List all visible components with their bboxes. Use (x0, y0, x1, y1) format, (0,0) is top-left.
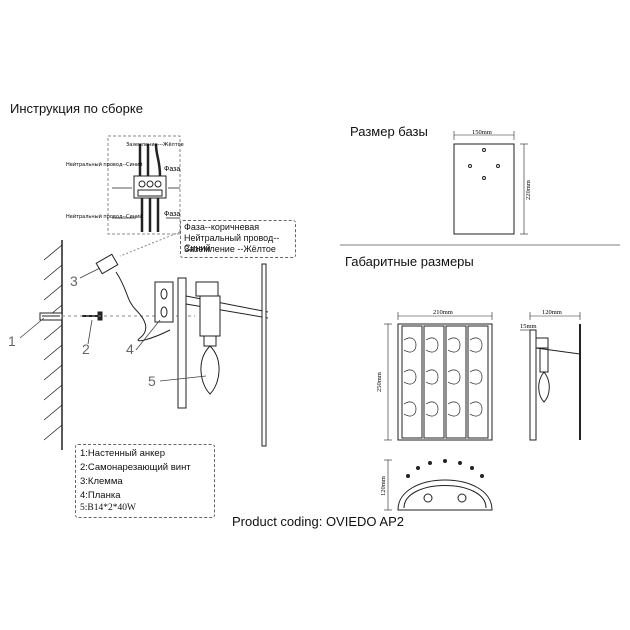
legend-item-screw: 2:Самонарезающий винт (80, 462, 191, 473)
legend-item-anchor: 1:Настенный анкер (80, 448, 165, 459)
callout-1: 1 (8, 333, 16, 349)
overall-width-label: 210mm (433, 309, 453, 316)
base-width-label: 150mm (472, 129, 492, 136)
bulb (200, 345, 220, 395)
legend-item-terminal: 3:Клемма (80, 476, 123, 487)
wiring-diagram (107, 135, 181, 235)
side-offset-label: 15mm (520, 323, 537, 330)
wiring-top-phase: Фаза (164, 166, 180, 173)
backplate (177, 277, 187, 409)
wire-legend-phase: Фаза--коричневая (184, 222, 260, 232)
callout-4: 4 (126, 341, 134, 357)
overall-height-label: 250mm (376, 372, 383, 392)
parts-legend: 1:Настенный анкер 2:Самонарезающий винт … (75, 444, 215, 518)
wire-color-legend: Фаза--коричневая Нейтральный провод--Син… (180, 220, 296, 258)
page-title: Инструкция по сборке (10, 101, 143, 116)
side-elevation (520, 312, 581, 441)
wire-legend-neutral: Нейтральный провод--Синий (184, 233, 280, 253)
overall-dimensions-title: Габаритные размеры (345, 254, 474, 269)
base-height-label: 220mm (525, 180, 532, 200)
legend-item-plate: 4:Планка (80, 490, 121, 501)
wall (43, 240, 63, 450)
callout-lines (19, 267, 207, 382)
wiring-bottom-phase: Фаза (164, 211, 180, 218)
callout-5: 5 (148, 373, 156, 389)
product-coding: Product coding: OVIEDO AP2 (232, 514, 404, 529)
wiring-top-neutral: Нейтральный провод--Синий (66, 161, 143, 168)
wiring-bottom-neutral: Нейтральный провод--Синий (66, 213, 143, 220)
base-size-title: Размер базы (350, 124, 428, 139)
front-elevation (384, 312, 493, 441)
side-depth-label: 120mm (542, 309, 562, 316)
mounting-plate (154, 281, 174, 323)
callout-2: 2 (82, 341, 90, 357)
front-panel (261, 263, 267, 447)
top-depth-label: 120mm (380, 476, 387, 496)
lamp-arm (185, 281, 269, 347)
base-plate (453, 131, 528, 235)
callout-3: 3 (70, 273, 78, 289)
wire-legend-ground: Заземление --Жёлтое (184, 244, 276, 254)
top-view (384, 459, 493, 511)
wiring-top-small: Заземление---Жёлтое (126, 142, 184, 148)
legend-item-bulb: 5:B14*2*40W (80, 503, 136, 513)
